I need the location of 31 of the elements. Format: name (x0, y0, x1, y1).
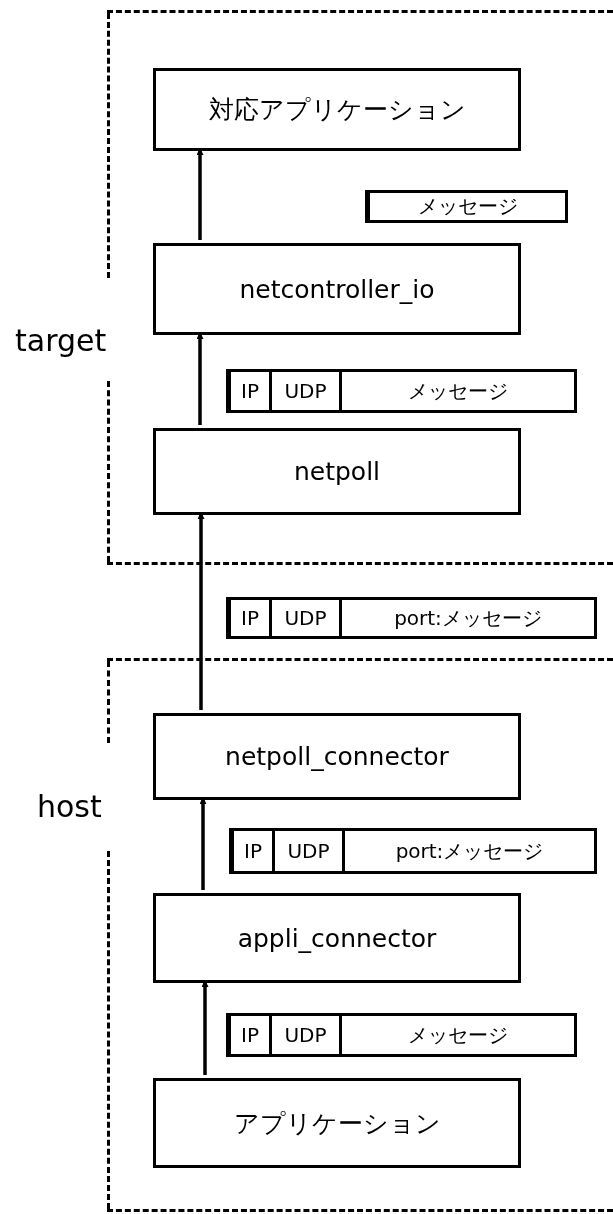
packet-box (226, 369, 577, 413)
packet-field: IP (231, 1016, 269, 1054)
packet-field: IP (231, 372, 269, 410)
process-box (153, 1078, 521, 1168)
process-box (153, 713, 521, 800)
process-box (153, 428, 521, 515)
packet-field: IP (234, 831, 272, 871)
region-label: host (37, 789, 102, 824)
packet-field: UDP (269, 372, 339, 410)
packet-field: メッセージ (339, 372, 574, 410)
packet-field: UDP (269, 1016, 339, 1054)
packet-box (226, 1013, 577, 1057)
packet-box (229, 828, 597, 874)
box-label: アプリケーション (233, 1107, 441, 1140)
process-box (153, 893, 521, 983)
process-box (153, 68, 521, 151)
packet-field: メッセージ (370, 193, 565, 220)
process-box (153, 243, 521, 335)
packet-field: UDP (269, 600, 339, 636)
packet-field: UDP (272, 831, 342, 871)
packet-field: IP (231, 600, 269, 636)
packet-field: メッセージ (339, 1016, 574, 1054)
packet-field: port:メッセージ (339, 600, 594, 636)
box-label: 対応アプリケーション (208, 94, 466, 126)
packet-box (226, 597, 597, 639)
box-label: netcontroller_io (239, 274, 435, 304)
region-label: target (15, 323, 107, 358)
box-label: netpoll_connector (225, 742, 449, 771)
box-label: appli_connector (237, 923, 437, 953)
packet-field: port:メッセージ (342, 831, 594, 871)
box-label: netpoll (293, 457, 381, 486)
